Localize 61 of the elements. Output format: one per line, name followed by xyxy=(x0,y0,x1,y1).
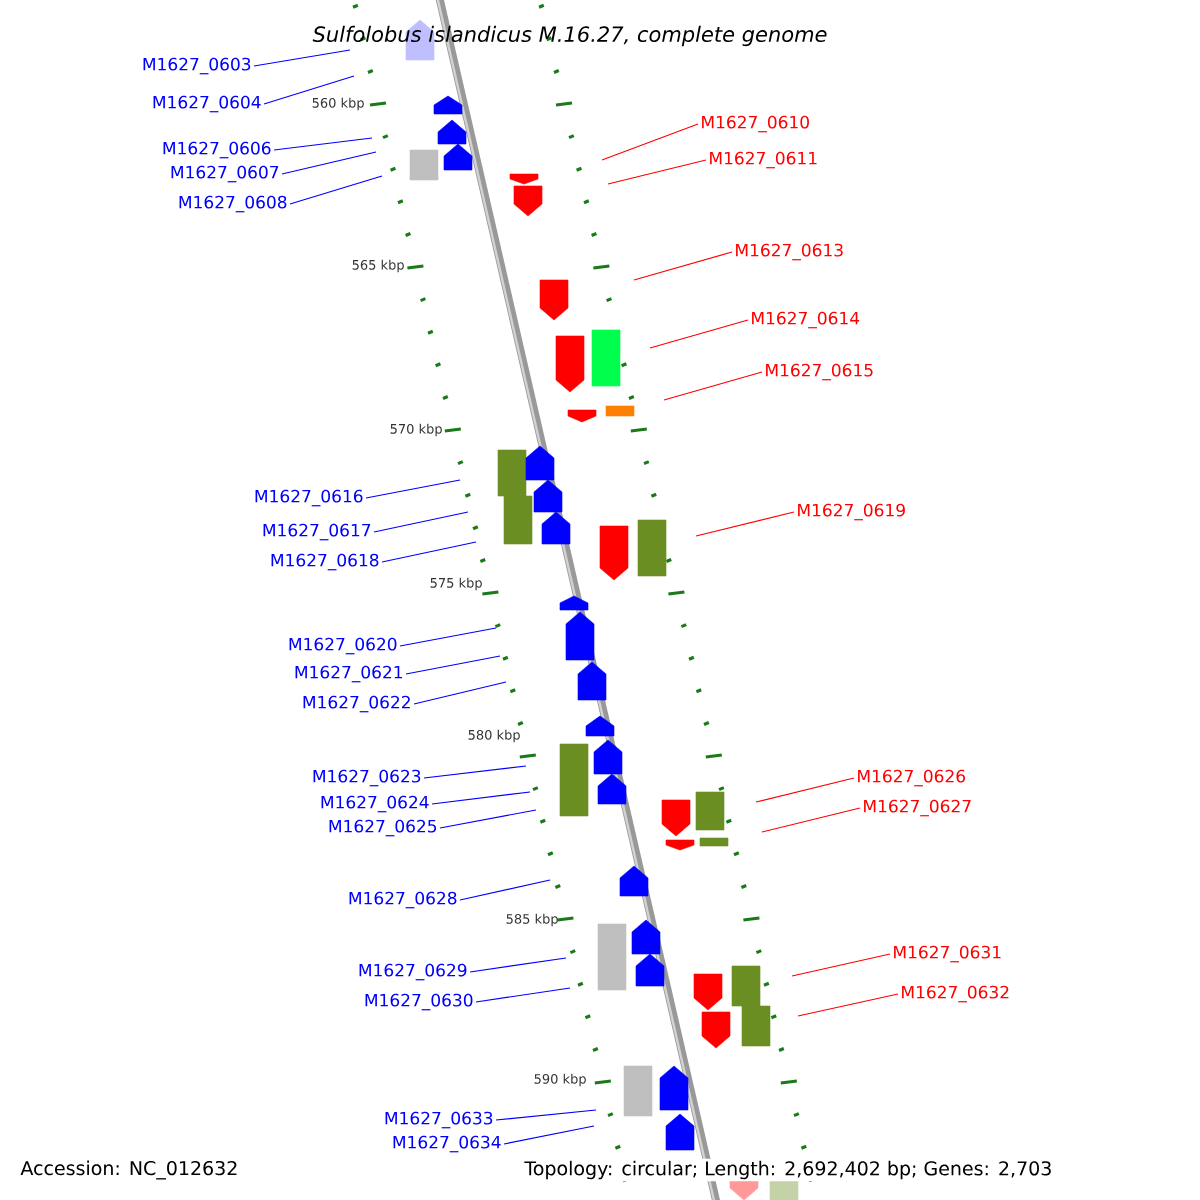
leader-line xyxy=(649,319,749,349)
gene-label: M1627_0606 xyxy=(163,141,271,159)
leader-line xyxy=(469,957,567,973)
gene-label: M1627_0630 xyxy=(365,993,473,1011)
leader-line xyxy=(253,49,351,67)
gene-label: M1627_0614 xyxy=(752,311,860,329)
leader-line xyxy=(439,809,537,829)
leader-line xyxy=(365,479,461,499)
leader-line xyxy=(791,953,891,977)
gene-label: M1627_0607 xyxy=(171,165,279,183)
gene-label: M1627_0604 xyxy=(153,95,261,113)
gene-label: M1627_0618 xyxy=(271,553,379,571)
gene-label: M1627_0633 xyxy=(385,1111,493,1129)
leader-line xyxy=(273,137,373,151)
leader-line xyxy=(475,987,571,1003)
leader-line xyxy=(399,627,497,647)
leader-line xyxy=(289,175,383,205)
gene-label: M1627_0629 xyxy=(359,963,467,981)
gene-label: M1627_0610 xyxy=(702,115,809,133)
gene-label: M1627_0621 xyxy=(295,665,402,683)
gene-label: M1627_0611 xyxy=(710,151,817,169)
leader-line xyxy=(263,75,355,105)
gene-label: M1627_0632 xyxy=(902,985,1009,1003)
gene-label: M1627_0603 xyxy=(143,57,251,75)
leader-line xyxy=(607,159,707,185)
gene-label: M1627_0619 xyxy=(798,503,905,521)
gene-label: M1627_0622 xyxy=(303,695,410,713)
gene-label: M1627_0616 xyxy=(255,489,363,507)
leader-line xyxy=(503,1125,595,1145)
gene-label: M1627_0625 xyxy=(329,819,437,837)
leader-line xyxy=(431,791,531,805)
gene-label: M1627_0608 xyxy=(179,195,287,213)
gene-label: M1627_0634 xyxy=(393,1135,501,1153)
leader-line xyxy=(373,511,469,533)
leader-line xyxy=(413,681,507,705)
leader-line xyxy=(381,541,477,563)
leader-line xyxy=(663,371,763,401)
leader-line xyxy=(495,1109,597,1121)
leader-line xyxy=(755,777,855,803)
gene-label: M1627_0623 xyxy=(313,769,421,787)
gene-label: M1627_0617 xyxy=(263,523,371,541)
gene-label: M1627_0624 xyxy=(321,795,429,813)
leader-line xyxy=(695,511,795,537)
gene-label: M1627_0631 xyxy=(894,945,1001,963)
gene-label: M1627_0613 xyxy=(736,243,843,261)
leader-line xyxy=(459,879,551,901)
leader-line xyxy=(761,807,861,833)
leader-line xyxy=(797,993,899,1017)
leader-line xyxy=(281,151,377,175)
genome-info-text: Topology: circular; Length: 2,692,402 bp; Genes: 2,703 xyxy=(522,1158,1055,1182)
gene-label: M1627_0620 xyxy=(289,637,397,655)
gene-label: M1627_0628 xyxy=(349,891,457,909)
leader-line xyxy=(423,765,527,779)
leader-line xyxy=(601,123,699,161)
gene-label: M1627_0627 xyxy=(864,799,971,817)
leader-line xyxy=(633,251,733,281)
gene-label: M1627_0626 xyxy=(858,769,965,787)
accession-text: Accession: NC_012632 xyxy=(20,1160,237,1180)
leader-line xyxy=(405,655,501,675)
gene-label: M1627_0615 xyxy=(766,363,873,381)
title: Sulfolobus islandicus M.16.27, complete genome xyxy=(312,25,827,47)
